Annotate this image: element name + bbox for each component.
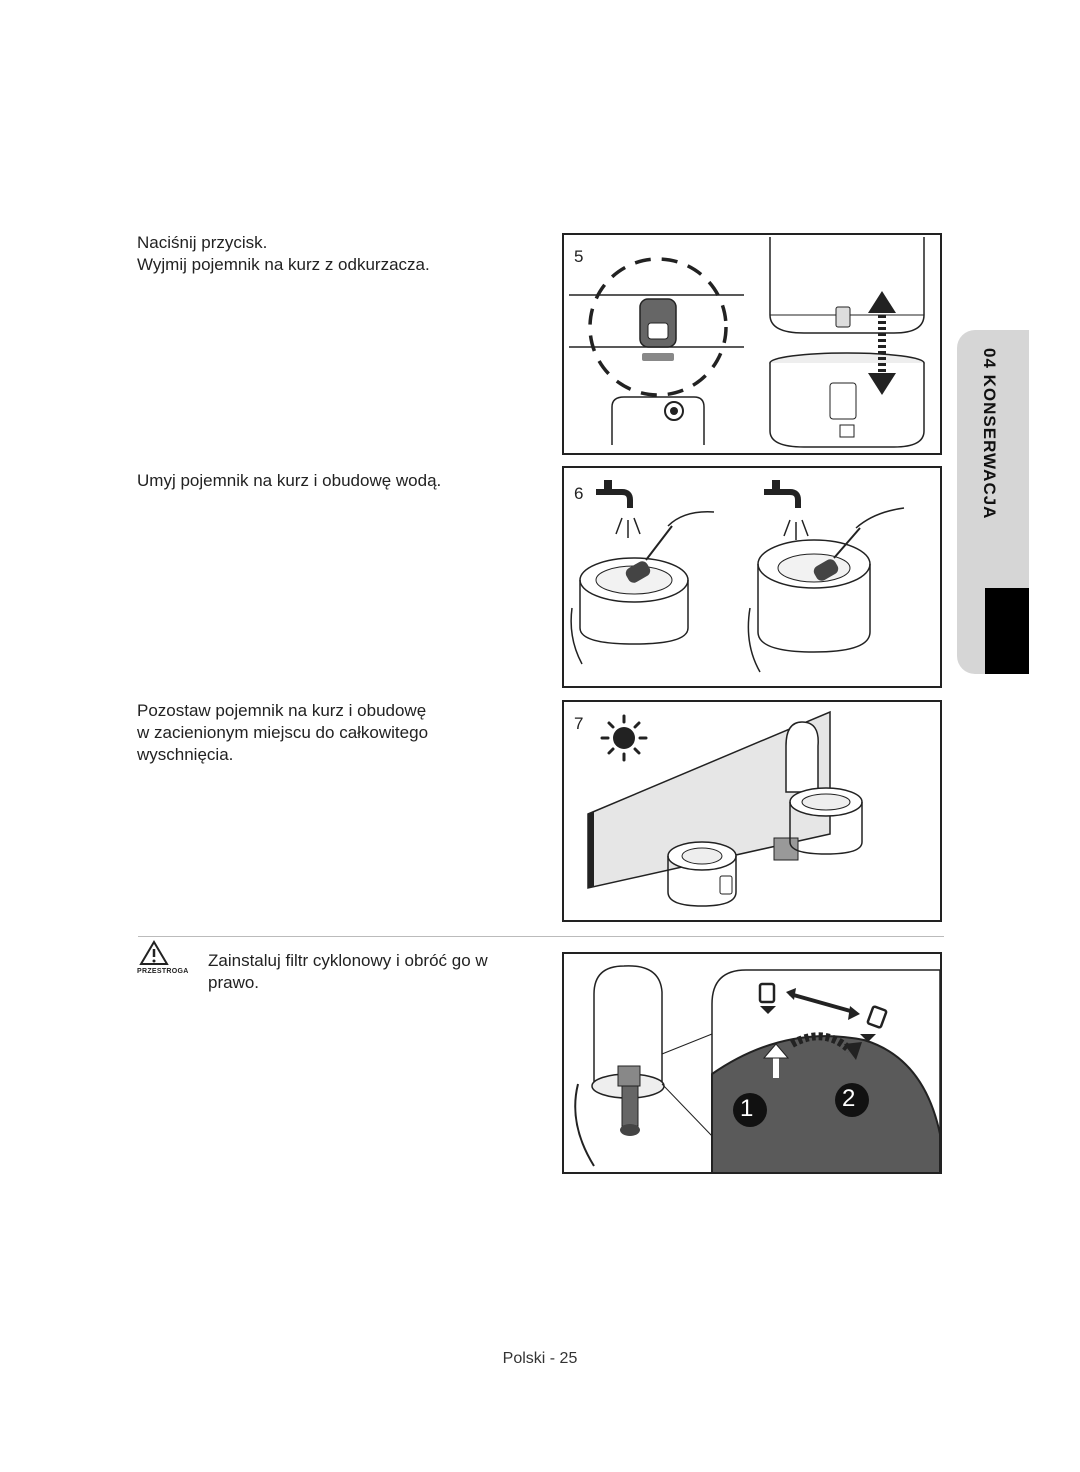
washing-drawing: [570, 480, 905, 673]
marker-1: 1: [740, 1095, 754, 1122]
step-5-illustration: 5: [562, 233, 942, 455]
caution-text: Zainstaluj filtr cyklonowy i obróć go w …: [208, 950, 488, 994]
chapter-tab: 04 KONSERWACJA: [957, 330, 1029, 674]
step-7-text: Pozostaw pojemnik na kurz i obudowę w za…: [137, 700, 428, 766]
caution-label: PRZESTROGA: [137, 968, 189, 975]
step-5-line-1: Naciśnij przycisk.: [137, 233, 268, 252]
step-5-text: Naciśnij przycisk. Wyjmij pojemnik na ku…: [137, 232, 430, 276]
marker-2: 2: [842, 1085, 856, 1112]
step-7-number: 7: [574, 714, 584, 733]
filter-install-drawing: [574, 965, 940, 1172]
step-5-number: 5: [574, 247, 584, 266]
marker-1-bg: [733, 1093, 767, 1127]
page-number: Polski - 25: [502, 1350, 578, 1367]
step-7-illustration: 7: [562, 700, 942, 922]
step-7-line-3: wyschnięcia.: [137, 745, 234, 764]
cyclone-filter-illustration: 1 2: [562, 952, 942, 1174]
step-6-illustration: 6: [562, 466, 942, 688]
step-6-text: Umyj pojemnik na kurz i obudowę wodą.: [137, 471, 442, 490]
chapter-tab-label: 04 KONSERWACJA: [980, 348, 999, 520]
sun-icon: [600, 714, 648, 762]
step-7-line-2: w zacienionym miejscu do całkowitego: [137, 723, 429, 742]
marker-2-bg: [835, 1083, 869, 1117]
step-7-line-1: Pozostaw pojemnik na kurz i obudowę: [137, 701, 427, 720]
section-divider: [138, 936, 944, 937]
faucet-icon: [764, 480, 801, 508]
dustbin-release-drawing: [569, 237, 925, 448]
warning-icon: [139, 940, 169, 965]
drying-drawing: [587, 710, 863, 907]
caution-line-2: prawo.: [208, 973, 260, 992]
chapter-tab-marker: [985, 588, 1029, 674]
caution-line-1: Zainstaluj filtr cyklonowy i obróć go w: [208, 951, 488, 970]
step-5-line-2: Wyjmij pojemnik na kurz z odkurzacza.: [137, 255, 430, 274]
step-6-number: 6: [574, 484, 584, 503]
faucet-icon: [596, 480, 633, 508]
caution-block: PRZESTROGA: [137, 940, 207, 980]
